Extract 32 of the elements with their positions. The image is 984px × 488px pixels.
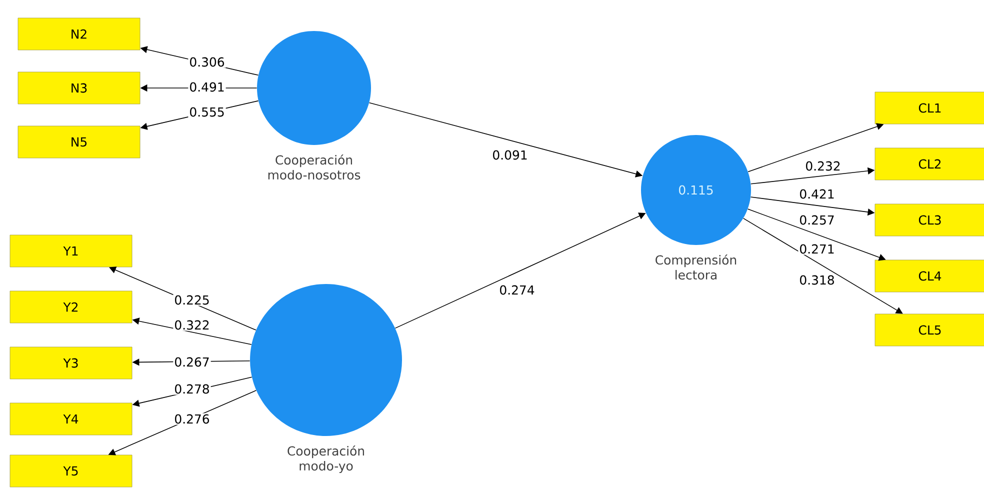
construct-name: Comprensión lectora bbox=[656, 254, 736, 280]
indicator-box: N2 bbox=[18, 18, 140, 50]
indicator-box: CL1 bbox=[874, 92, 984, 124]
edge-label: 0.322 bbox=[173, 319, 211, 331]
indicator-box: Y3 bbox=[10, 346, 132, 380]
edge-label: 0.306 bbox=[188, 56, 226, 68]
indicator-box: CL2 bbox=[874, 148, 984, 180]
indicator-box: Y1 bbox=[10, 234, 132, 268]
indicator-box: N5 bbox=[18, 126, 140, 158]
indicator-box: Y4 bbox=[10, 402, 132, 436]
edge-label: 0.225 bbox=[173, 294, 211, 306]
edge-label: 0.091 bbox=[491, 149, 529, 161]
indicator-box: N3 bbox=[18, 72, 140, 104]
edge-label: 0.267 bbox=[173, 356, 211, 368]
edge-label: 0.232 bbox=[804, 160, 842, 172]
arrow bbox=[742, 218, 903, 314]
edge-label: 0.491 bbox=[188, 81, 226, 93]
indicator-box: Y2 bbox=[10, 290, 132, 324]
indicator-box: Y5 bbox=[10, 454, 132, 488]
indicator-box: CL5 bbox=[874, 314, 984, 346]
edge-label: 0.318 bbox=[798, 274, 836, 286]
edge-label: 0.257 bbox=[798, 214, 836, 226]
construct-name: Cooperación modo-yo bbox=[288, 446, 364, 473]
edge-label: 0.274 bbox=[498, 284, 536, 296]
edge-label: 0.271 bbox=[798, 243, 836, 255]
edge-label: 0.276 bbox=[173, 413, 211, 425]
indicator-box: CL4 bbox=[874, 260, 984, 292]
edge-label: 0.278 bbox=[173, 383, 211, 395]
edge-label: 0.555 bbox=[188, 106, 226, 118]
indicator-box: CL3 bbox=[874, 204, 984, 236]
edge-label: 0.421 bbox=[798, 188, 836, 200]
construct-name: Cooperación modo-nosotros bbox=[268, 154, 360, 180]
